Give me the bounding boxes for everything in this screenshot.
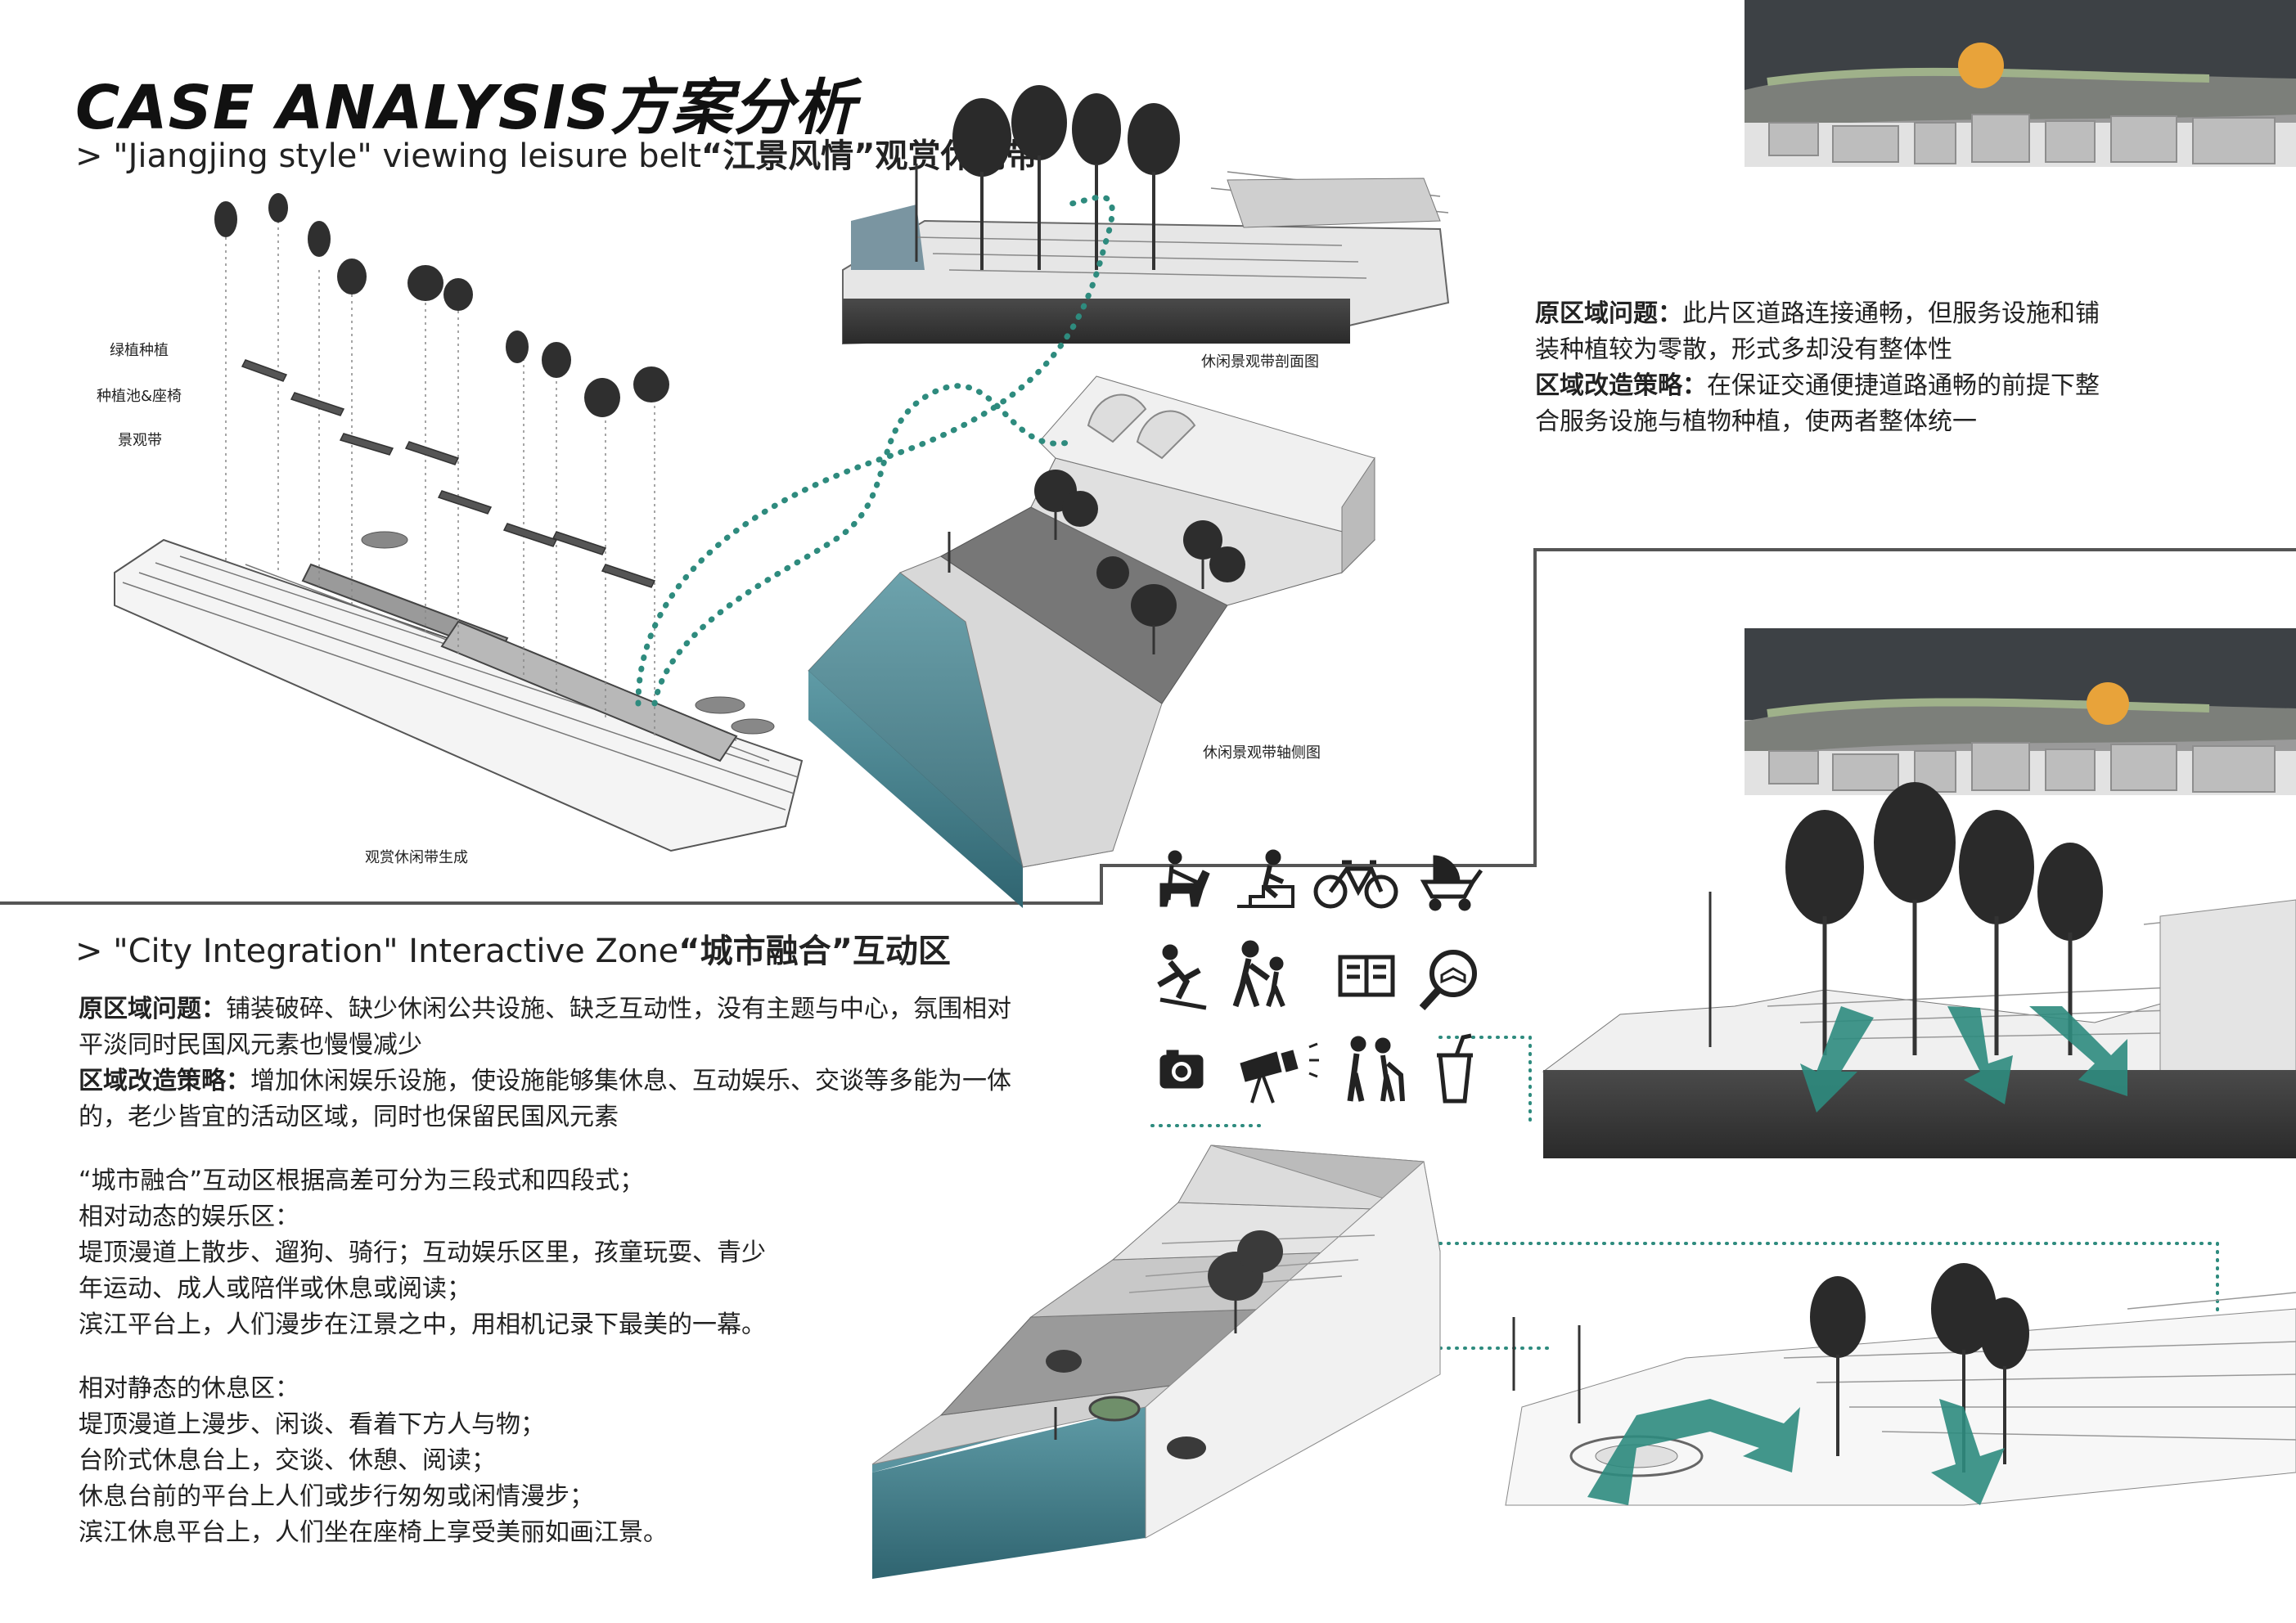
section2-heading-en: > "City Integration" Interactive Zone [75,933,679,970]
drink-cup-icon [1437,1033,1473,1104]
camera-icon [1159,1050,1204,1089]
section1-description: 原区域问题：此片区道路连接通畅，但服务设施和铺 装种植较为零散，形式多却没有整体… [1535,296,2255,440]
leisure-belt-section-view [842,85,1450,345]
sun-marker-1 [1958,43,2004,88]
bicycle-icon [1313,860,1398,909]
telescope-icon [1240,1042,1319,1104]
caption-generation: 观赏休闲带生成 [365,849,468,866]
site-map-thumbnail-2 [1745,628,2296,795]
static-line: 相对静态的休息区： [79,1374,299,1403]
exploded-axon-diagram [114,193,804,852]
section2-problem-label: 原区域问题： [79,995,226,1023]
section2-strategy-label: 区域改造策略： [79,1067,250,1095]
static-zone-text: 相对静态的休息区： 堤顶漫道上漫步、闲谈、看着下方人与物； 台阶式休息台上，交谈… [79,1371,897,1551]
connector-dotted-path [635,194,1115,707]
dynamic-line: 相对动态的娱乐区： [79,1203,299,1231]
dynamic-line: 年运动、成人或陪伴或休息或阅读； [79,1275,471,1303]
skateboarding-icon [1157,944,1207,1010]
book-icon [1338,955,1395,997]
layer-label-greenery: 绿植种植 [110,342,169,359]
section1-problem-text2: 装种植较为零散，形式多却没有整体性 [1535,335,1952,364]
layer-label-planter: 种植池&座椅 [97,388,182,405]
page-title: CASE ANALYSIS方案分析 [75,73,856,143]
section2-problem-text2: 平淡同时民国风元素也慢慢减少 [79,1031,422,1059]
section1-problem-label: 原区域问题： [1535,299,1682,328]
dynamic-line: 滨江平台上，人们漫步在江景之中，用相机记录下最美的一幕。 [79,1311,766,1339]
section1-heading-en: > "Jiangjing style" viewing leisure belt [75,137,701,175]
dynamic-zone-text: “城市融合”互动区根据高差可分为三段式和四段式； 相对动态的娱乐区： 堤顶漫道上… [79,1163,897,1343]
section1-problem-text: 此片区道路连接通畅，但服务设施和铺 [1682,299,2100,328]
reading-search-icon [1419,950,1477,1011]
caption-axon: 休闲景观带轴侧图 [1203,744,1321,762]
section2-strategy-text2: 的，老少皆宜的活动区域，同时也保留民国风元素 [79,1103,619,1131]
layer-label-landscape: 景观带 [118,432,162,449]
site-map-thumbnail-1 [1745,0,2296,167]
interactive-zone-axonometric-view [871,1144,1441,1579]
section1-strategy-text2: 合服务设施与植物种植，使两者整体统一 [1535,407,1977,436]
section2-heading: > "City Integration" Interactive Zone“城市… [75,924,951,972]
section2-heading-cn: “城市融合”互动区 [678,933,951,970]
section1-strategy-text: 在保证交通便捷道路通畅的前提下整 [1707,371,2100,400]
section2-description: 原区域问题：铺装破碎、缺少休闲公共设施、缺乏互动性，没有主题与中心，氛围相对 平… [79,991,1126,1135]
baby-stroller-icon [1420,855,1483,911]
static-line: 休息台前的平台上人们或步行匆匆或闲情漫步； [79,1482,594,1511]
interactive-zone-perspective-view [1505,1263,2296,1506]
section2-strategy-text: 增加休闲娱乐设施，使设施能够集休息、互动娱乐、交谈等多能为一体 [250,1067,1011,1095]
section-divider-line [0,548,2296,905]
section2-problem-text: 铺装破碎、缺少休闲公共设施、缺乏互动性，没有主题与中心，氛围相对 [226,995,1011,1023]
sun-marker-2 [2087,682,2129,725]
activity-icon-grid [1150,849,1532,1127]
static-line: 堤顶漫道上漫步、闲谈、看着下方人与物； [79,1410,545,1439]
section1-strategy-label: 区域改造策略： [1535,371,1707,400]
leisure-belt-axonometric-view [808,375,1375,908]
dynamic-line: 堤顶漫道上散步、遛狗、骑行；互动娱乐区里，孩童玩耍、青少 [79,1239,766,1267]
parent-child-icon [1232,940,1285,1008]
static-line: 台阶式休息台上，交谈、休憩、阅读； [79,1446,496,1475]
interactive-zone-section-view [1542,782,2296,1158]
static-line: 滨江休息平台上，人们坐在座椅上享受美丽如画江景。 [79,1518,668,1547]
dog-walking-icon [1159,850,1210,907]
dynamic-line: “城市融合”互动区根据高差可分为三段式和四段式； [79,1167,645,1195]
caption-section: 休闲景观带剖面图 [1201,353,1319,371]
lower-connector-dotted [1422,1242,2219,1350]
stairs-climbing-icon [1237,849,1294,908]
elderly-couple-icon [1347,1036,1405,1102]
